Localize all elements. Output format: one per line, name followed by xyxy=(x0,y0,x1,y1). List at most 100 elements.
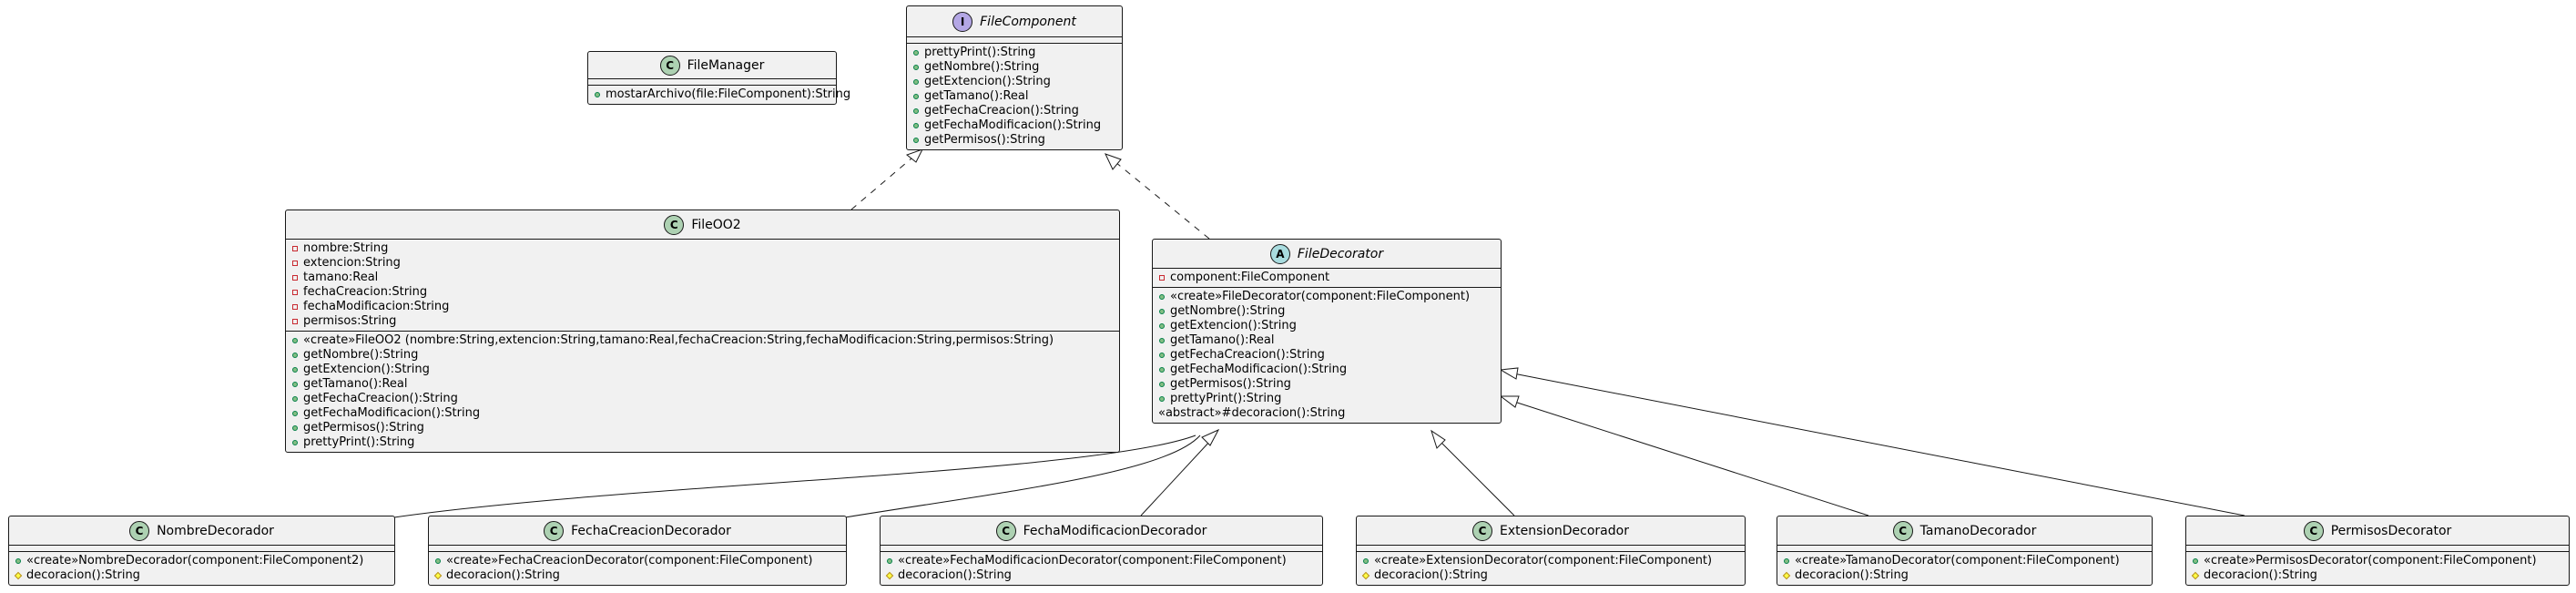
class-filemanager[interactable]: C FileManager mostarArchivo(file:FileCom… xyxy=(587,51,850,105)
field-row: component:FileComponent xyxy=(1158,271,1495,285)
class-header: C PermisosDecorator xyxy=(2186,516,2569,546)
interface-filecomponent[interactable]: I FileComponent prettyPrint():String get… xyxy=(906,5,1123,150)
method-row: getFechaCreacion():String xyxy=(291,392,1114,406)
generalization-permisos-decorator xyxy=(1512,373,2245,516)
class-nombredecorador[interactable]: C NombreDecorador «create»NombreDecorado… xyxy=(8,516,395,586)
realization-arrowhead-filedecorator xyxy=(1105,153,1122,170)
public-icon xyxy=(1158,382,1166,387)
public-icon xyxy=(1362,558,1369,564)
public-icon xyxy=(1158,323,1166,329)
class-name: FileComponent xyxy=(980,14,1076,29)
realization-arrowhead-fileoo2 xyxy=(905,148,924,163)
method-row: getTamano():Real xyxy=(291,377,1114,392)
methods-section: «create»PermisosDecorator(component:File… xyxy=(2186,551,2569,585)
field-row: extencion:String xyxy=(291,256,1114,271)
class-header: C FileOO2 xyxy=(286,210,1119,240)
class-header: C TamanoDecorador xyxy=(1777,516,2152,546)
class-fileoo2[interactable]: C FileOO2 nombre:String extencion:String… xyxy=(285,210,1120,453)
method-row: «abstract»#decoracion():String xyxy=(1158,406,1346,420)
method-row: getTamano():Real xyxy=(912,89,1116,104)
class-name: FechaCreacionDecorador xyxy=(571,523,731,538)
field-row: nombre:String xyxy=(291,241,1114,256)
method-row: decoracion():String xyxy=(1783,568,2146,583)
method-row: «create»NombreDecorador(component:FileCo… xyxy=(15,554,389,568)
private-icon xyxy=(1158,275,1166,281)
generalization-tamano-decorador xyxy=(1511,400,1869,516)
class-header: C FileManager xyxy=(588,52,836,79)
class-header: C NombreDecorador xyxy=(9,516,394,546)
public-icon xyxy=(291,382,299,387)
class-name: PermisosDecorator xyxy=(2330,523,2452,538)
methods-section: «create»NombreDecorador(component:FileCo… xyxy=(9,551,394,585)
public-icon xyxy=(886,558,893,564)
public-icon xyxy=(291,425,299,431)
public-icon xyxy=(291,440,299,445)
method-row: getExtencion():String xyxy=(291,363,1114,377)
method-row: getExtencion():String xyxy=(1158,319,1495,333)
class-badge-icon: C xyxy=(1892,520,1913,541)
class-badge-icon: C xyxy=(129,520,150,541)
generalization-arrowhead-permisos xyxy=(1499,367,1519,380)
method-row: decoracion():String xyxy=(434,568,840,583)
public-icon xyxy=(912,50,920,56)
public-icon xyxy=(912,94,920,99)
public-icon xyxy=(1158,353,1166,358)
private-icon xyxy=(291,275,299,281)
private-icon xyxy=(291,290,299,295)
method-row: decoracion():String xyxy=(2192,568,2563,583)
methods-section: «create»ExtensionDecorator(component:Fil… xyxy=(1357,551,1745,585)
method-row: getNombre():String xyxy=(291,348,1114,363)
method-row: «create»TamanoDecorator(component:FileCo… xyxy=(1783,554,2146,568)
method-row: getTamano():Real xyxy=(1158,333,1495,348)
method-row: prettyPrint():String xyxy=(912,46,1116,60)
public-icon xyxy=(1158,367,1166,373)
method-row: «create»FileDecorator(component:FileComp… xyxy=(1158,290,1495,304)
methods-section: «create»FechaCreacionDecorator(component… xyxy=(429,551,846,585)
generalization-arrowhead-extension xyxy=(1431,429,1446,449)
interface-badge-icon: I xyxy=(952,11,973,32)
protected-icon xyxy=(1362,573,1369,578)
abstract-class-filedecorator[interactable]: A FileDecorator component:FileComponent … xyxy=(1152,239,1502,424)
generalization-extension-decorador xyxy=(1438,439,1515,516)
methods-section: «create»FileDecorator(component:FileComp… xyxy=(1153,287,1501,423)
public-icon xyxy=(912,138,920,143)
field-row: fechaCreacion:String xyxy=(291,285,1114,300)
class-permisosdecorator[interactable]: C PermisosDecorator «create»PermisosDeco… xyxy=(2185,516,2570,586)
public-icon xyxy=(291,367,299,373)
class-header: C ExtensionDecorador xyxy=(1357,516,1745,546)
generalization-arrowhead-left xyxy=(1201,428,1220,446)
method-row: getPermisos():String xyxy=(291,421,1114,435)
public-icon xyxy=(1158,338,1166,343)
class-tamanodecorador[interactable]: C TamanoDecorador «create»TamanoDecorato… xyxy=(1777,516,2153,586)
class-badge-icon: C xyxy=(664,214,685,235)
method-row: getFechaModificacion():String xyxy=(291,406,1114,421)
abstract-badge-icon: A xyxy=(1269,243,1290,264)
private-icon xyxy=(291,246,299,251)
method-row: decoracion():String xyxy=(1362,568,1739,583)
public-icon xyxy=(912,79,920,85)
method-row: getNombre():String xyxy=(1158,304,1495,319)
protected-icon xyxy=(2192,573,2199,578)
public-icon xyxy=(434,558,442,564)
public-icon xyxy=(2192,558,2199,564)
class-extensiondecorador[interactable]: C ExtensionDecorador «create»ExtensionDe… xyxy=(1356,516,1746,586)
public-icon xyxy=(1158,294,1166,300)
method-row: getFechaCreacion():String xyxy=(912,104,1116,118)
public-icon xyxy=(1158,396,1166,402)
class-fechamodificaciondecorador[interactable]: C FechaModificacionDecorador «create»Fec… xyxy=(880,516,1323,586)
public-icon xyxy=(15,558,22,564)
field-row: permisos:String xyxy=(291,314,1114,329)
class-name: FileDecorator xyxy=(1297,246,1384,261)
realization-filedecorator-filecomponent xyxy=(1115,161,1210,240)
realization-fileoo2-filecomponent xyxy=(850,157,913,210)
methods-section: prettyPrint():String getNombre():String … xyxy=(907,43,1122,149)
public-icon xyxy=(912,123,920,128)
methods-section: mostarArchivo(file:FileComponent):String xyxy=(588,85,850,104)
public-icon xyxy=(912,65,920,70)
generalization-fechamodificacion-decorador xyxy=(1140,439,1212,516)
class-fechacreaciondecorador[interactable]: C FechaCreacionDecorador «create»FechaCr… xyxy=(428,516,847,586)
public-icon xyxy=(1783,558,1790,564)
class-header: A FileDecorator xyxy=(1153,240,1501,269)
method-row: decoracion():String xyxy=(886,568,1317,583)
